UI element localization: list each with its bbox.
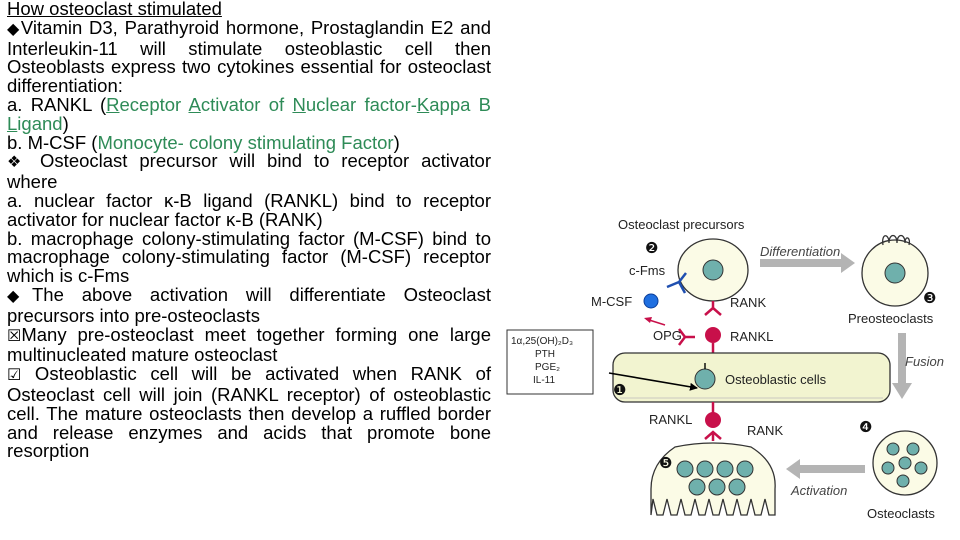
label-differentiation: Differentiation xyxy=(760,244,840,259)
stimulus-box xyxy=(506,329,594,395)
label-rankl-low: RANKL xyxy=(649,412,692,427)
rankl-ligand-low xyxy=(705,412,721,428)
paragraph-precursor-binding: ❖ Osteoclast precursor will bind to rece… xyxy=(7,150,491,193)
rank-receptor-top xyxy=(704,301,722,316)
label-osteoclast-precursors: Osteoclast precursors xyxy=(618,217,745,232)
label-rank-top: RANK xyxy=(730,295,766,310)
stimulus-arrow xyxy=(608,372,698,391)
osteoclast-nuclei xyxy=(676,460,754,496)
paragraph-rankl: a. RANKL (Receptor Activator of Nuclear … xyxy=(7,93,492,134)
label-preosteoclasts: Preosteoclasts xyxy=(848,311,934,326)
precursor-nucleus xyxy=(702,259,724,281)
step-5-badge: ❺ xyxy=(659,455,672,472)
label-osteoclasts: Osteoclasts xyxy=(867,506,935,521)
label-c-fms: c-Fms xyxy=(629,263,666,278)
label-rank-low: RANK xyxy=(747,423,783,438)
fusion-arrow xyxy=(892,333,912,399)
paragraph-differentiation: ◆The above activation will differentiate… xyxy=(7,283,491,326)
stimulus-il-11: IL-11 xyxy=(533,375,555,386)
stimulus-pge2: PGE₂ xyxy=(535,362,560,373)
preosteoclast-nucleus xyxy=(884,262,906,284)
checkbox-check-bullet-icon: ☑ xyxy=(7,367,22,385)
osteoblast-nucleus xyxy=(694,368,716,390)
differentiation-arrow xyxy=(760,253,855,273)
paragraph-fusion: ☒Many pre-osteoclast meet together formi… xyxy=(7,323,491,366)
label-fusion: Fusion xyxy=(905,354,944,369)
stimulus-vitamin-d3: 1α,25(OH)₂D₃ xyxy=(511,336,573,347)
osteoblastic-cell-layer xyxy=(612,352,891,403)
paragraph-rank-binding: a. nuclear factor κ-B ligand (RANKL) bin… xyxy=(7,189,491,230)
osteoclast-differentiation-diagram: Osteoclast precursors ❷ Differentiation … xyxy=(506,217,944,521)
step-3-badge: ❸ xyxy=(923,290,936,307)
step-1-badge: ❶ xyxy=(613,382,626,399)
activation-arrow xyxy=(786,459,865,479)
process-arrows xyxy=(760,253,912,479)
c-fms-receptor xyxy=(666,272,687,294)
mature-osteoclast xyxy=(650,442,776,516)
label-m-csf: M-CSF xyxy=(591,294,632,309)
label-opg: OPG xyxy=(653,328,682,343)
m-csf-ligand xyxy=(643,293,659,309)
diamond-bullet-icon: ◆ xyxy=(7,20,21,38)
paragraph-mcsf: b. M-CSF (Monocyte- colony stimulating F… xyxy=(7,131,400,153)
title: How osteoclast stimulated xyxy=(7,0,222,19)
checkbox-x-bullet-icon: ☒ xyxy=(7,327,22,345)
rank-receptor-low xyxy=(704,430,722,441)
diamond-cluster-bullet-icon: ❖ xyxy=(7,154,29,172)
cytoplasmic-projection xyxy=(882,234,911,246)
paragraph-stimulators: ◆Vitamin D3, Parathyroid hormone, Prosta… xyxy=(7,16,491,97)
rankl-ligand-mid xyxy=(705,327,721,343)
paragraph-activation: ☑ Osteoblastic cell will be activated wh… xyxy=(7,363,491,462)
diamond-bullet-icon: ◆ xyxy=(7,287,32,305)
label-rankl-mid: RANKL xyxy=(730,329,773,344)
notes-text: How osteoclast stimulated ◆Vitamin D3, P… xyxy=(7,0,491,461)
step-2-badge: ❷ xyxy=(645,240,658,257)
label-osteoblastic-cells: Osteoblastic cells xyxy=(725,372,827,387)
label-activation: Activation xyxy=(790,483,847,498)
step-4-badge: ❹ xyxy=(859,419,872,436)
stimulus-pth: PTH xyxy=(535,349,555,360)
opg-decoy xyxy=(678,328,695,346)
paragraph-cfms-binding: b. macrophage colony-stimulating factor … xyxy=(7,227,491,287)
